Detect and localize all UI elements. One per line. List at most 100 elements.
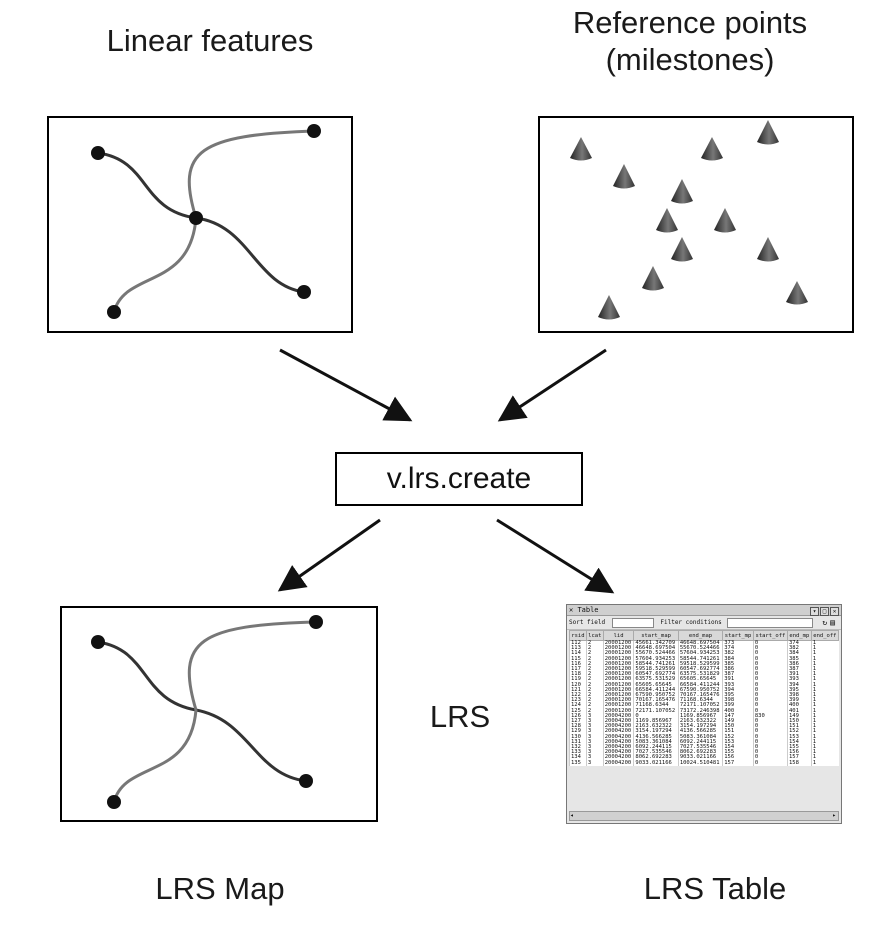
scroll-left-icon[interactable]: ◂	[570, 812, 574, 819]
table-cell: 115	[569, 656, 587, 662]
arrow-process-to-table	[496, 518, 615, 594]
table-cell: 60547.692774	[677, 666, 723, 673]
node-point	[107, 795, 121, 809]
table-cell: 73172.246398	[677, 708, 723, 714]
column-header[interactable]: end_mp	[786, 630, 812, 641]
sort-field-select[interactable]	[611, 617, 654, 628]
column-header[interactable]: rsid	[569, 630, 587, 641]
table-cell: 20001200	[602, 640, 634, 647]
table-cell: 156	[722, 755, 754, 761]
column-header[interactable]: end_map	[677, 630, 724, 641]
table-cell: 0	[752, 687, 788, 694]
table-cell: 157	[786, 755, 812, 761]
lrs-line-1	[97, 640, 197, 712]
table-cell: 0	[752, 656, 788, 662]
table-cell: 0	[752, 718, 788, 725]
column-header[interactable]: lid	[602, 630, 635, 641]
node-point	[307, 124, 321, 138]
table-cell: 0	[752, 760, 788, 766]
table-cell: 46648.697504	[633, 645, 679, 652]
minimize-icon[interactable]: ▾	[810, 607, 819, 616]
table-cell: 391	[722, 677, 754, 683]
maximize-icon[interactable]: □	[820, 607, 829, 616]
milestone-cone	[613, 164, 635, 189]
lrs-line-4	[112, 709, 198, 803]
table-cell: 58544.741261	[633, 661, 679, 668]
table-cell: 134	[569, 755, 587, 761]
table-cell: 6092.244115	[677, 739, 723, 746]
table-cell: 398	[786, 692, 812, 699]
scroll-right-icon[interactable]: ▸	[832, 812, 836, 819]
table-cell: 374	[786, 640, 812, 647]
table-cell: 386	[786, 661, 812, 668]
table-cell: 1	[810, 645, 839, 652]
column-header[interactable]: start_map	[633, 630, 679, 641]
table-cell: 60547.692774	[633, 671, 679, 678]
table-cell: 0	[752, 729, 788, 735]
table-cell: 394	[722, 687, 754, 694]
table-cell: 373	[722, 640, 754, 647]
lrs-map-box	[60, 606, 378, 822]
filter-conditions-input[interactable]	[727, 617, 814, 628]
column-header[interactable]: end_off	[810, 630, 840, 641]
lrs-table-label: LRS Table	[643, 871, 787, 906]
table-cell: 3	[585, 749, 604, 756]
column-header[interactable]: start_mp	[722, 630, 754, 641]
table-cell: 45661.342709	[633, 640, 679, 647]
table-cell: 1	[810, 656, 839, 662]
lrs-map-network	[91, 615, 323, 809]
node-point	[297, 285, 311, 299]
table-cell: 133	[569, 749, 587, 756]
table-cell: 46648.697504	[677, 640, 723, 647]
table-cell: 71168.6344	[633, 703, 679, 709]
table-cell: 0	[633, 713, 679, 720]
reference-points-line2: (milestones)	[605, 42, 775, 77]
table-cell: 2	[585, 640, 604, 647]
milestone-cone	[701, 137, 723, 161]
table-cell: 125	[569, 708, 587, 714]
column-header[interactable]: start_off	[752, 630, 788, 641]
table-cell: 1	[810, 749, 839, 756]
table-cell: 71168.6344	[677, 697, 723, 704]
column-header[interactable]: lcat	[585, 630, 604, 641]
node-point	[91, 635, 105, 649]
reference-points-label: Reference points (milestones)	[520, 4, 860, 78]
export-icon[interactable]: ▤	[830, 618, 838, 627]
refresh-icon[interactable]: ↻	[822, 618, 831, 627]
table-cell: 2	[585, 697, 604, 704]
close-icon[interactable]: ✕	[830, 607, 839, 616]
table-cell: 4136.566285	[677, 729, 723, 735]
table-cell: 55670.524466	[633, 651, 679, 657]
table-cell: 2	[585, 645, 604, 652]
table-cell: 1	[810, 739, 839, 746]
table-cell: 20004200	[602, 760, 634, 766]
table-cell: 387	[722, 671, 754, 678]
horizontal-scrollbar[interactable]: ◂ ▸	[569, 811, 839, 821]
table-cell: 1	[810, 661, 839, 668]
table-cell: 20004200	[602, 755, 634, 761]
